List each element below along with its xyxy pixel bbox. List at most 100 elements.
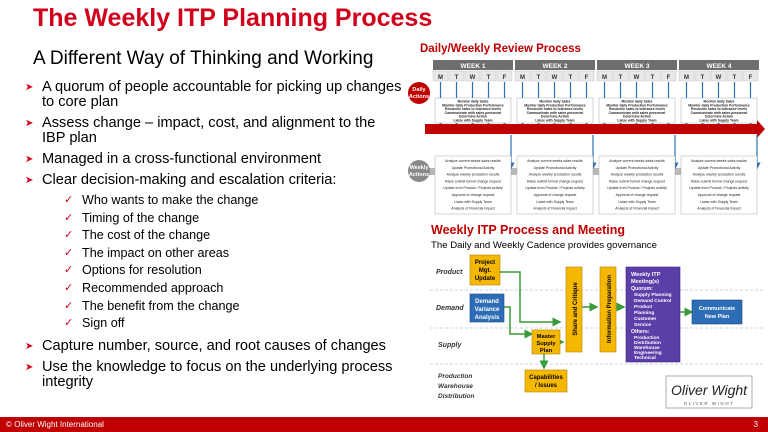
bullet-item: ➤Use the knowledge to focus on the under… [25, 358, 393, 390]
week-header [597, 60, 677, 70]
communicate-new-plan-box [691, 299, 743, 325]
daily-action-text: Monitor daily Sales [540, 100, 571, 104]
weekly-actions-box [516, 155, 594, 215]
lane-label: Supply [438, 342, 462, 349]
svg-text:Quorum:: Quorum: [631, 286, 653, 292]
daily-actions-box [516, 97, 594, 124]
svg-text:Analysis: Analysis [475, 315, 500, 321]
week-label: WEEK 3 [625, 63, 650, 70]
check-icon: ✓ [64, 317, 74, 330]
svg-text:Share and Critique: Share and Critique [573, 282, 579, 336]
review-title: Daily/Weekly Review Process [420, 43, 581, 55]
daily-action-text: Reconcile sales to tolerance levels [691, 107, 747, 111]
daily-actions-box [598, 97, 676, 124]
weekly-action-text: Analyze current weeks sales results [445, 159, 501, 163]
day-cell [596, 70, 613, 82]
day-cell [514, 70, 531, 82]
weekly-itp-meeting-box [625, 266, 681, 363]
weekly-action-text: Approval of change request [698, 193, 741, 197]
svg-text:Communicate: Communicate [699, 306, 735, 312]
criteria-item: ✓The benefit from the change [64, 298, 402, 316]
weekly-action-text: Approval of change request [534, 193, 577, 197]
lane-label: Demand [436, 305, 464, 312]
day-cell [660, 70, 677, 82]
bullet-list: ➤A quorum of people accountable for pick… [22, 80, 402, 396]
day-cell [546, 70, 563, 82]
weekly-action-text: Analyze current weeks sales results [609, 159, 665, 163]
day-label: T [455, 75, 459, 81]
day-label: T [487, 75, 491, 81]
day-label: T [733, 75, 737, 81]
others-item: Technical [634, 355, 656, 361]
weekly-action-text: Approval of change request [452, 193, 495, 197]
others-item: Production [634, 335, 659, 341]
weekly-action-text: Analysis of Financial Impact [697, 207, 740, 211]
daily-action-text: Reconcile sales to tolerance levels [445, 107, 501, 111]
criteria-item: ✓Sign off [64, 315, 402, 333]
weekly-action-text: Update Promotional Activity [616, 166, 659, 170]
others-item: Distribution [634, 340, 661, 346]
svg-text:Capabilities: Capabilities [529, 375, 563, 381]
weekly-action-text: Liaise with Supply Team [536, 200, 574, 204]
daily-actions-box [434, 97, 512, 124]
quorum-item: Service [634, 322, 651, 328]
day-cell [464, 70, 481, 82]
slide-subtitle: A Different Way of Thinking and Working [33, 48, 374, 69]
lane-label: Production [438, 373, 472, 380]
weekly-action-text: Liaise with Supply Team [454, 200, 492, 204]
timeline-arrowhead-icon [757, 120, 765, 138]
daily-action-text: Monitor daily Production Performance [442, 103, 504, 107]
weekly-actions-label: Actions [409, 172, 429, 178]
day-label: T [619, 75, 623, 81]
day-label: M [438, 75, 443, 81]
check-icon: ✓ [64, 246, 74, 259]
meeting-subtitle: The Daily and Weekly Cadence provides go… [431, 240, 657, 251]
quorum-item: Demand Control [634, 298, 671, 304]
daily-actions-box [680, 97, 758, 124]
day-cell [530, 70, 547, 82]
weekly-action-text: Analyze weekly production results [529, 173, 582, 177]
quorum-item: Customer [634, 316, 657, 322]
week-header [679, 60, 759, 70]
day-cell [644, 70, 661, 82]
daily-action-text: Communicate with sales personnel [691, 111, 748, 115]
svg-text:Others:: Others: [631, 329, 650, 335]
weekly-action-text: Analysis of Financial Impact [615, 207, 658, 211]
day-cell [710, 70, 727, 82]
weekly-action-text: Update from Product / Projects activity [443, 186, 503, 190]
bullet-item: ➤A quorum of people accountable for pick… [25, 79, 402, 110]
others-item: Engineering [634, 350, 662, 356]
daily-action-text: Reconcile sales to tolerance levels [527, 107, 583, 111]
daily-action-text: Determine Action [541, 115, 569, 119]
capabilities-issues-box [524, 369, 568, 393]
daily-actions-label: Daily [412, 87, 426, 93]
day-label: M [520, 75, 525, 81]
day-label: W [634, 75, 640, 81]
day-label: W [470, 75, 476, 81]
day-cell [448, 70, 465, 82]
others-item: Warehouse [634, 345, 660, 351]
oliver-wight-signature-icon: Oliver Wight OLIVER WIGHT [665, 375, 753, 409]
week-label: WEEK 2 [543, 63, 568, 70]
weekly-actions-label: Weekly [410, 165, 430, 171]
weekly-action-text: Raise submit formal change request [691, 179, 747, 183]
daily-action-text: Determine Action [705, 115, 733, 119]
daily-action-text: Monitor daily Production Performance [688, 103, 750, 107]
weekly-action-text: Analysis of Financial Impact [451, 207, 494, 211]
day-label: T [537, 75, 541, 81]
svg-text:Mgt.: Mgt. [479, 268, 492, 274]
daily-action-text: Liaise with Supply Team [535, 119, 574, 123]
bullet-item: ➤Managed in a cross-functional environme… [25, 151, 322, 167]
day-label: F [667, 75, 671, 81]
day-label: F [585, 75, 589, 81]
weekly-actions-box [598, 155, 676, 215]
bullet-item: ➤Assess change – impact, cost, and align… [25, 115, 376, 146]
day-cell [496, 70, 513, 82]
daily-action-text: Communicate with sales personnel [609, 111, 666, 115]
lane-label: Product [436, 269, 463, 276]
svg-text:Information Preparation: Information Preparation [607, 275, 613, 343]
arrow-bullet-icon: ➤ [25, 82, 34, 93]
svg-text:Update: Update [475, 276, 496, 282]
daily-action-text: Monitor daily Sales [622, 100, 653, 104]
